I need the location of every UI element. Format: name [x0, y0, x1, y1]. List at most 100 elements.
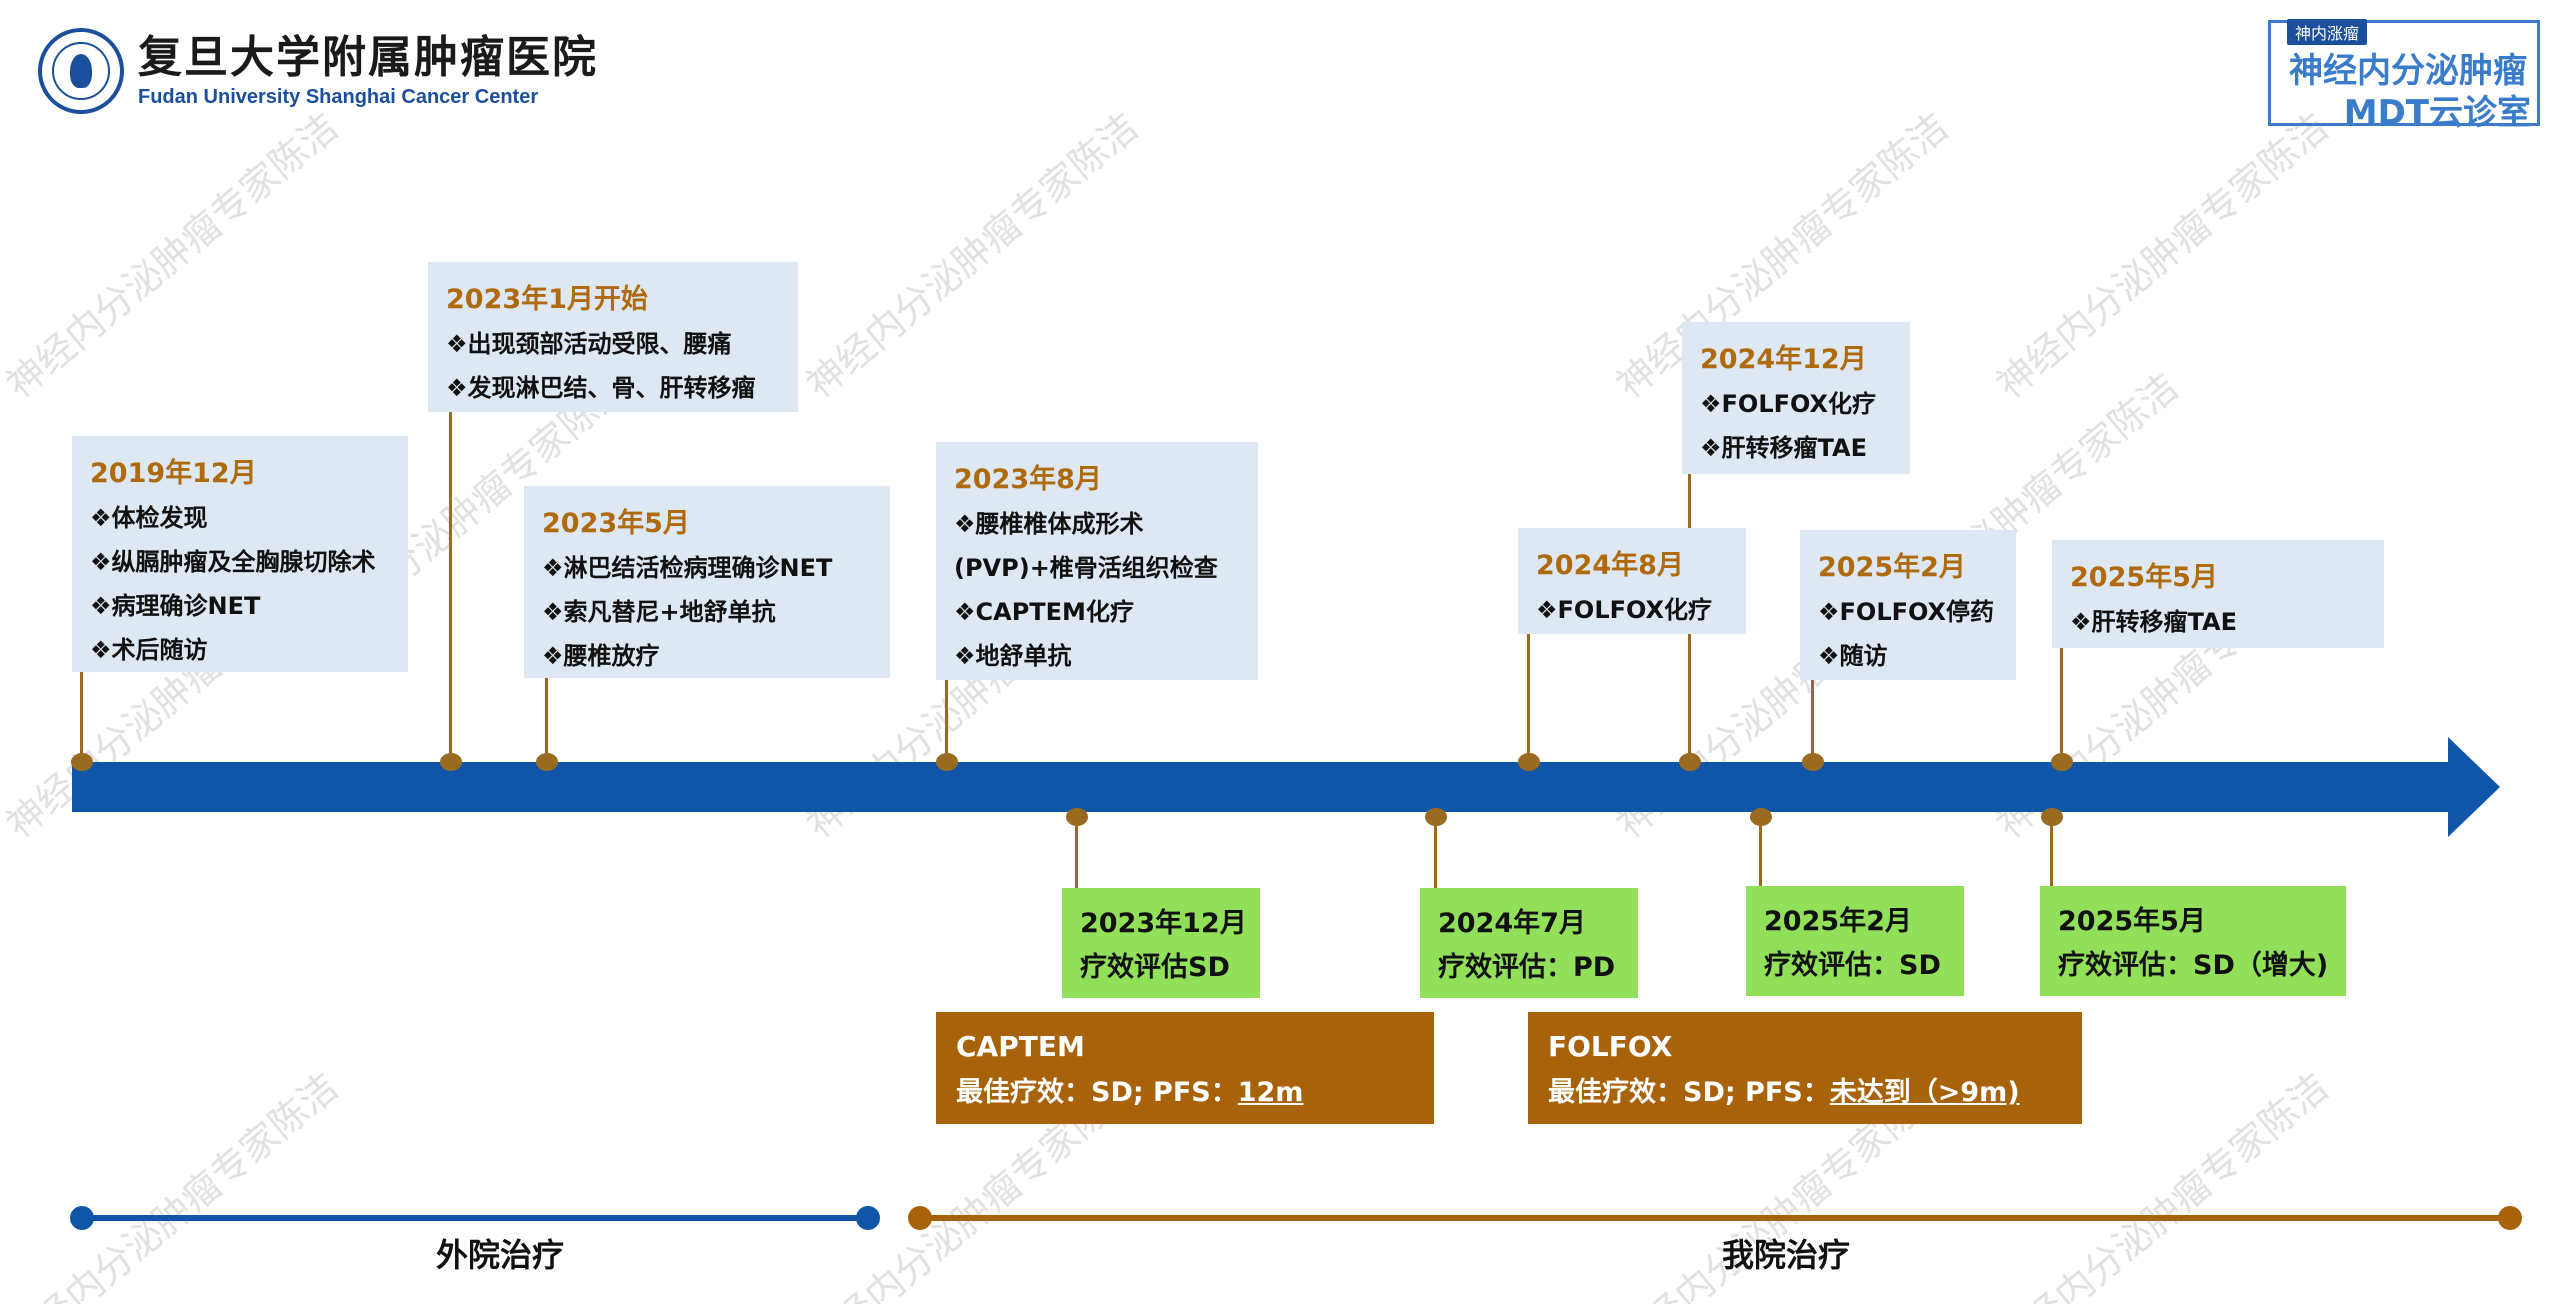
- event-item: ❖腰椎放疗: [542, 642, 660, 670]
- regimen-box-folfox: FOLFOX 最佳疗效：SD; PFS：未达到（>9m): [1528, 1012, 2082, 1124]
- badge-line-2: MDT云诊室: [2343, 93, 2531, 133]
- badge-tag: 神内涨瘤: [2287, 19, 2368, 45]
- event-item: ❖肝转移瘤TAE: [1700, 434, 1867, 462]
- hospital-seal-icon: [38, 28, 124, 114]
- regimen-name: FOLFOX: [1548, 1030, 1673, 1063]
- internal-treatment-label: 我院治疗: [1721, 1236, 1851, 1274]
- connector-2023-01: [449, 412, 452, 762]
- timeline-arrow-head: [2448, 737, 2500, 837]
- event-item: ❖发现淋巴结、骨、肝转移瘤: [446, 374, 756, 402]
- external-treatment-range-line: [82, 1215, 868, 1221]
- event-box-2025-02: 2025年2月 ❖FOLFOX停药 ❖随访: [1800, 530, 2016, 680]
- regimen-efficacy: 最佳疗效：SD; PFS：12m: [956, 1070, 1414, 1116]
- hospital-name-en: Fudan University Shanghai Cancer Center: [138, 86, 539, 108]
- connector-2019-12: [80, 672, 83, 762]
- event-item: ❖肝转移瘤TAE: [2070, 608, 2237, 636]
- marker-2024-08: [1518, 753, 1540, 771]
- regimen-name: CAPTEM: [956, 1030, 1085, 1063]
- eval-result: 疗效评估：PD: [1438, 952, 1616, 983]
- event-date: 2025年5月: [2070, 562, 2218, 593]
- internal-range-end-dot: [2498, 1206, 2522, 1230]
- event-item: ❖术后随访: [90, 636, 208, 664]
- event-item: ❖体检发现: [90, 504, 208, 532]
- event-item: ❖索凡替尼+地舒单抗: [542, 598, 776, 626]
- event-item: ❖淋巴结活检病理确诊NET: [542, 554, 833, 582]
- hospital-name-cn: 复旦大学附属肿瘤医院: [138, 32, 598, 83]
- event-date: 2023年8月: [954, 464, 1102, 495]
- external-range-end-dot: [856, 1206, 880, 1230]
- event-item: ❖FOLFOX化疗: [1536, 596, 1713, 624]
- event-item: ❖腰椎椎体成形术(PVP)+椎骨活组织检查: [954, 510, 1218, 582]
- mdt-clinic-badge: 神内涨瘤 神经内分泌肿瘤 MDT云诊室: [2268, 19, 2540, 133]
- eval-result: 疗效评估：SD（增大): [2058, 950, 2329, 981]
- eval-result: 疗效评估：SD: [1764, 950, 1941, 981]
- eval-date: 2025年2月: [1764, 906, 1912, 937]
- event-date: 2019年12月: [90, 458, 257, 489]
- eval-date: 2024年7月: [1438, 908, 1586, 939]
- watermark-text: 神经内分泌肿瘤专家陈洁: [1988, 104, 2337, 408]
- internal-treatment-range-line: [920, 1215, 2510, 1221]
- event-box-2023-08: 2023年8月 ❖腰椎椎体成形术(PVP)+椎骨活组织检查 ❖CAPTEM化疗 …: [936, 442, 1258, 680]
- external-treatment-label: 外院治疗: [435, 1236, 565, 1274]
- event-date: 2024年8月: [1536, 550, 1684, 581]
- connector-2025-05-below: [2050, 812, 2053, 888]
- marker-2024-12: [1679, 753, 1701, 771]
- event-item: ❖FOLFOX停药: [1818, 598, 1995, 626]
- event-box-2023-05: 2023年5月 ❖淋巴结活检病理确诊NET ❖索凡替尼+地舒单抗 ❖腰椎放疗: [524, 486, 890, 678]
- event-date: 2024年12月: [1700, 344, 1867, 375]
- event-item: ❖FOLFOX化疗: [1700, 390, 1877, 418]
- marker-2023-08: [936, 753, 958, 771]
- connector-2023-08: [945, 680, 948, 762]
- event-item: ❖纵膈肿瘤及全胸腺切除术: [90, 548, 376, 576]
- internal-range-start-dot: [908, 1206, 932, 1230]
- eval-box-2023-12: 2023年12月 疗效评估SD: [1062, 888, 1260, 998]
- timeline-axis: [72, 762, 2452, 812]
- regimen-box-captem: CAPTEM 最佳疗效：SD; PFS：12m: [936, 1012, 1434, 1124]
- event-item: ❖CAPTEM化疗: [954, 598, 1134, 626]
- connector-2023-12: [1075, 812, 1078, 890]
- regimen-pfs-value: 12m: [1237, 1077, 1304, 1108]
- event-box-2023-01: 2023年1月开始 ❖出现颈部活动受限、腰痛 ❖发现淋巴结、骨、肝转移瘤: [428, 262, 798, 412]
- connector-2025-05-above: [2060, 648, 2063, 762]
- marker-2023-12: [1066, 808, 1088, 826]
- event-box-2025-05: 2025年5月 ❖肝转移瘤TAE: [2052, 540, 2384, 648]
- marker-2023-05: [536, 753, 558, 771]
- marker-2025-05-above: [2051, 753, 2073, 771]
- hospital-logo: 复旦大学附属肿瘤医院 Fudan University Shanghai Can…: [38, 26, 598, 116]
- marker-2023-01: [440, 753, 462, 771]
- marker-2024-07: [1425, 808, 1447, 826]
- eval-box-2025-05: 2025年5月 疗效评估：SD（增大): [2040, 886, 2346, 996]
- event-item: ❖随访: [1818, 642, 1888, 670]
- event-box-2024-08: 2024年8月 ❖FOLFOX化疗: [1518, 528, 1746, 634]
- event-date: 2023年5月: [542, 508, 690, 539]
- watermark-text: 神经内分泌肿瘤专家陈洁: [0, 104, 347, 408]
- eval-box-2024-07: 2024年7月 疗效评估：PD: [1420, 888, 1638, 998]
- external-range-start-dot: [70, 1206, 94, 1230]
- regimen-pfs-value: 未达到（>9m): [1829, 1077, 2020, 1108]
- event-box-2024-12: 2024年12月 ❖FOLFOX化疗 ❖肝转移瘤TAE: [1682, 322, 1910, 474]
- marker-2025-02-above: [1802, 753, 1824, 771]
- connector-2023-05: [545, 678, 548, 762]
- eval-result: 疗效评估SD: [1080, 952, 1230, 983]
- event-box-2019-12: 2019年12月 ❖体检发现 ❖纵膈肿瘤及全胸腺切除术 ❖病理确诊NET ❖术后…: [72, 436, 408, 672]
- connector-2024-07: [1434, 812, 1437, 890]
- marker-2025-05-below: [2041, 808, 2063, 826]
- connector-2024-08: [1527, 634, 1530, 762]
- badge-line-1: 神经内分泌肿瘤: [2289, 51, 2527, 91]
- regimen-efficacy-label: 最佳疗效：SD; PFS：: [1548, 1077, 1830, 1108]
- regimen-efficacy-label: 最佳疗效：SD; PFS：: [956, 1077, 1238, 1108]
- eval-box-2025-02: 2025年2月 疗效评估：SD: [1746, 886, 1964, 996]
- event-date: 2023年1月开始: [446, 284, 648, 315]
- eval-date: 2023年12月: [1080, 908, 1247, 939]
- eval-date: 2025年5月: [2058, 906, 2206, 937]
- regimen-efficacy: 最佳疗效：SD; PFS：未达到（>9m): [1548, 1070, 2062, 1116]
- marker-2025-02-below: [1750, 808, 1772, 826]
- event-item: ❖病理确诊NET: [90, 592, 261, 620]
- watermark-text: 神经内分泌肿瘤专家陈洁: [0, 1064, 347, 1304]
- connector-2025-02-below: [1759, 812, 1762, 888]
- event-date: 2025年2月: [1818, 552, 1966, 583]
- marker-2019-12: [71, 753, 93, 771]
- watermark-text: 神经内分泌肿瘤专家陈洁: [798, 104, 1147, 408]
- event-item: ❖地舒单抗: [954, 642, 1072, 670]
- connector-2025-02-above: [1811, 680, 1814, 762]
